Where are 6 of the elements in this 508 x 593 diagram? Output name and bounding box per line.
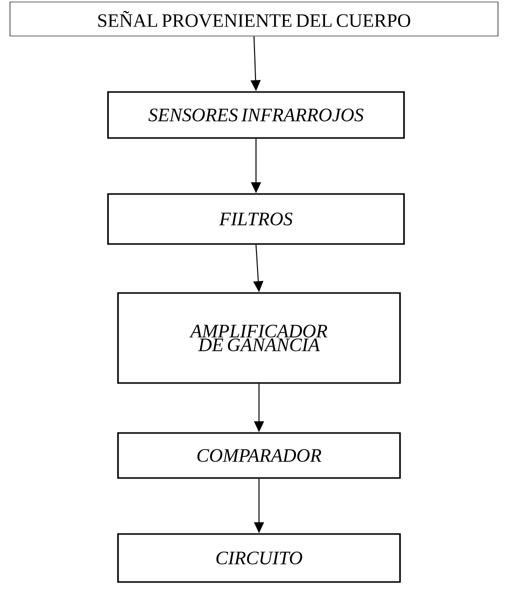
process-box: SENSORES INFRARROJOS — [107, 91, 405, 139]
process-box: COMPARADOR — [117, 432, 401, 479]
process-box: FILTROS — [107, 193, 405, 245]
process-box: AMPLIFICADOR DE GANANCIA — [117, 292, 401, 384]
signal-box: SEÑAL PROVENIENTE DEL CUERPO — [10, 2, 498, 36]
process-box: CIRCUITO — [117, 533, 401, 583]
